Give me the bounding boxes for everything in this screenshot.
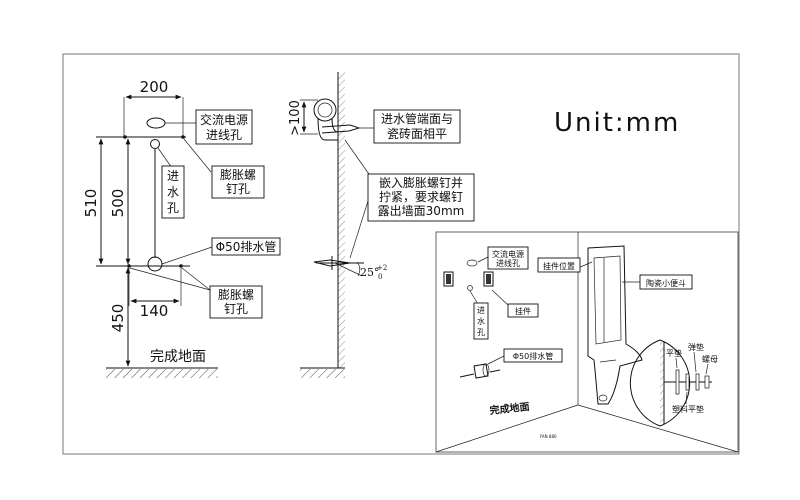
- label-water-inlet-2: 水: [167, 185, 179, 199]
- water-pipe-end: [313, 98, 337, 122]
- inset-hanger-right: [483, 271, 494, 287]
- drawing-frame: [62, 53, 740, 455]
- water-inlet-hole: [150, 139, 160, 149]
- inset-power-hole: [466, 259, 478, 267]
- label-bolt-note-1: 嵌入膨胀螺钉并: [379, 176, 463, 190]
- dim-height-floor: 450: [109, 304, 127, 333]
- bolt-hole-top-right: [181, 135, 185, 139]
- inset-label-water-3: 孔: [477, 328, 485, 337]
- dim-height-inner: 500: [109, 189, 127, 218]
- inset-label-water-2: 水: [477, 316, 485, 326]
- inset-hanger-left: [443, 271, 454, 287]
- inset-label-mount-pos: 挂件位置: [543, 261, 575, 271]
- drain-hole: [147, 256, 163, 272]
- inset-drain-pipe: [473, 363, 489, 379]
- label-power-inlet-2: 进线孔: [206, 128, 242, 142]
- label-bolt-note-3: 露出墙面30mm: [378, 204, 465, 218]
- dim-height-total: 510: [82, 189, 100, 218]
- label-bolt-bottom-1: 膨胀螺: [218, 288, 254, 302]
- inset-label-floor: 完成地面: [489, 400, 530, 417]
- label-water-inlet-1: 进: [167, 169, 179, 183]
- inset-water-hole: [467, 285, 473, 291]
- floor-hatch: [106, 369, 218, 378]
- label-bolt-bottom-2: 钉孔: [224, 302, 248, 316]
- inset-label-urinal: 陶瓷小便斗: [646, 278, 686, 288]
- wall-hatch: [338, 72, 345, 368]
- bolt-hole-bottom-right: [179, 264, 183, 268]
- bolt-hole-top-left: [123, 135, 127, 139]
- dim-width-top: 200: [140, 78, 169, 96]
- angle-tol-top: +2: [377, 264, 387, 272]
- bolt-hole-bottom-left: [127, 264, 131, 268]
- label-drain: Φ50排水管: [216, 239, 277, 254]
- detail-label-plastic-washer: 塑料平垫: [672, 404, 704, 414]
- inset-illustration: 交流电源 进线孔 进 水 孔 挂件 Φ50排水管 挂件位置 陶瓷小便斗 完成地面…: [435, 231, 739, 453]
- front-view: 200 510 500 450 140 完成地面: [82, 78, 281, 378]
- dim-min-100: >100: [288, 100, 303, 136]
- urinal-illustration: [587, 245, 643, 405]
- label-floor: 完成地面: [150, 349, 206, 365]
- label-bolt-top-2: 钉孔: [226, 182, 250, 196]
- hardware-detail: 平垫 弹垫 螺母 塑料平垫: [629, 339, 718, 427]
- label-power-inlet-1: 交流电源: [200, 112, 248, 127]
- inset-label-power-2: 进线孔: [496, 258, 520, 268]
- side-floor-hatch: [300, 369, 345, 378]
- inset-label-small: FAN 880: [540, 434, 557, 439]
- inset-label-power-1: 交流电源: [492, 249, 524, 259]
- detail-label-spring-washer: 弹垫: [688, 342, 704, 352]
- label-pipe-end-1: 进水管端面与: [381, 111, 453, 126]
- dim-width-bottom: 140: [140, 302, 169, 320]
- label-water-inlet-3: 孔: [167, 201, 179, 215]
- detail-label-nut: 螺母: [702, 354, 718, 364]
- unit-label: Unit:mm: [554, 108, 680, 138]
- angle-tol-bottom: 0: [378, 273, 382, 281]
- inset-label-drain: Φ50排水管: [513, 351, 553, 361]
- inset-label-water-1: 进: [477, 306, 485, 315]
- side-view: >100 25° +2 0 进水管端面与 瓷砖面相平 嵌入膨胀螺钉并 拧紧，要求…: [288, 72, 475, 378]
- power-inlet-hole: [146, 117, 166, 129]
- label-bolt-top-1: 膨胀螺: [220, 168, 256, 182]
- detail-label-flat-washer: 平垫: [666, 348, 682, 358]
- label-pipe-end-2: 瓷砖面相平: [387, 126, 447, 141]
- angle-value: 25°: [360, 266, 380, 279]
- label-bolt-note-2: 拧紧，要求螺钉: [379, 190, 463, 204]
- inset-label-hanger: 挂件: [515, 306, 531, 316]
